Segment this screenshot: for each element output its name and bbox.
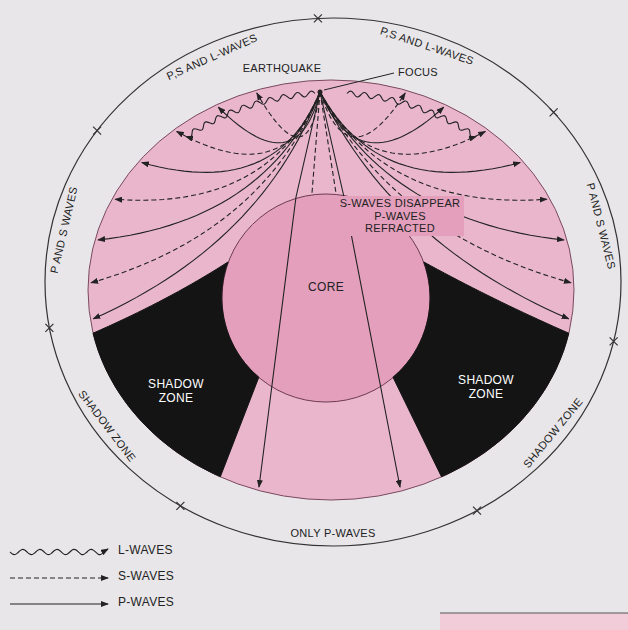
label-holder: FOCUS [398,66,438,79]
ring-tick [93,127,101,135]
caption-rule [440,613,628,614]
part-label: EARTHQUAKE [243,62,322,75]
p-wave-ray [218,92,320,143]
label-holder: P AND S WAVES [584,181,618,270]
s-wave-ray [177,92,320,154]
s-wave-ray [320,92,547,200]
ring-label: SHADOW ZONE [76,387,139,463]
label-holder: S-WAVES DISAPPEAR P-WAVES REFRACTED [336,196,464,236]
label-ring [45,18,621,546]
focus-point [318,90,323,95]
ring-label: SHADOW ZONE [521,395,586,470]
legend-label: S-WAVES [118,570,174,584]
p-wave-ray [10,603,108,604]
s-wave-ray [115,92,320,200]
p-wave-ray [320,92,564,240]
part-label: FOCUS [398,66,438,79]
legend-item: L-WAVES [118,544,173,558]
ring-tick [176,502,184,510]
zone-label: SHADOW ZONE [148,378,204,406]
s-wave-ray [312,92,320,193]
legend-label: P-WAVES [118,596,174,610]
ring-tick [550,108,558,116]
label-holder: SHADOW ZONE [76,387,139,463]
label-holder: P AND S WAVES [48,185,80,274]
l-wave-ray [186,91,315,137]
part-label: S-WAVES DISAPPEAR P-WAVES REFRACTED [336,196,464,236]
ring-label: P AND S WAVES [48,185,80,274]
label-holder: EARTHQUAKE [243,62,322,75]
p-wave-ray [142,92,320,172]
ring-tick [473,507,481,515]
ring-tick [610,337,618,345]
s-wave-ray [320,92,485,154]
ring-label: ONLY P-WAVES [290,527,375,540]
zone-label: CORE [308,281,344,295]
label-holder: P,S AND L-WAVES [165,31,259,82]
legend-item: P-WAVES [118,596,174,610]
ring-label: P,S AND L-WAVES [165,31,259,82]
p-wave-ray [320,92,520,172]
ring-label: P AND S WAVES [584,181,618,270]
s-wave-ray [10,577,108,578]
l-wave-ray [10,549,108,555]
legend-label: L-WAVES [118,544,173,558]
label-holder: P,S AND L-WAVES [379,25,476,68]
leader-line [324,73,394,90]
legend-item: S-WAVES [118,570,174,584]
ring-tick [45,324,53,332]
s-wave-ray [320,92,336,193]
ring-label: P,S AND L-WAVES [379,25,476,68]
zone-label: SHADOW ZONE [458,374,514,402]
earth-mantle [88,80,574,500]
ring-tick [314,14,322,22]
caption-band [440,613,628,630]
l-wave-ray [347,91,476,137]
p-wave-ray [320,92,444,143]
label-holder: SHADOW ZONE [521,395,586,470]
label-holder: ONLY P-WAVES [290,527,375,540]
